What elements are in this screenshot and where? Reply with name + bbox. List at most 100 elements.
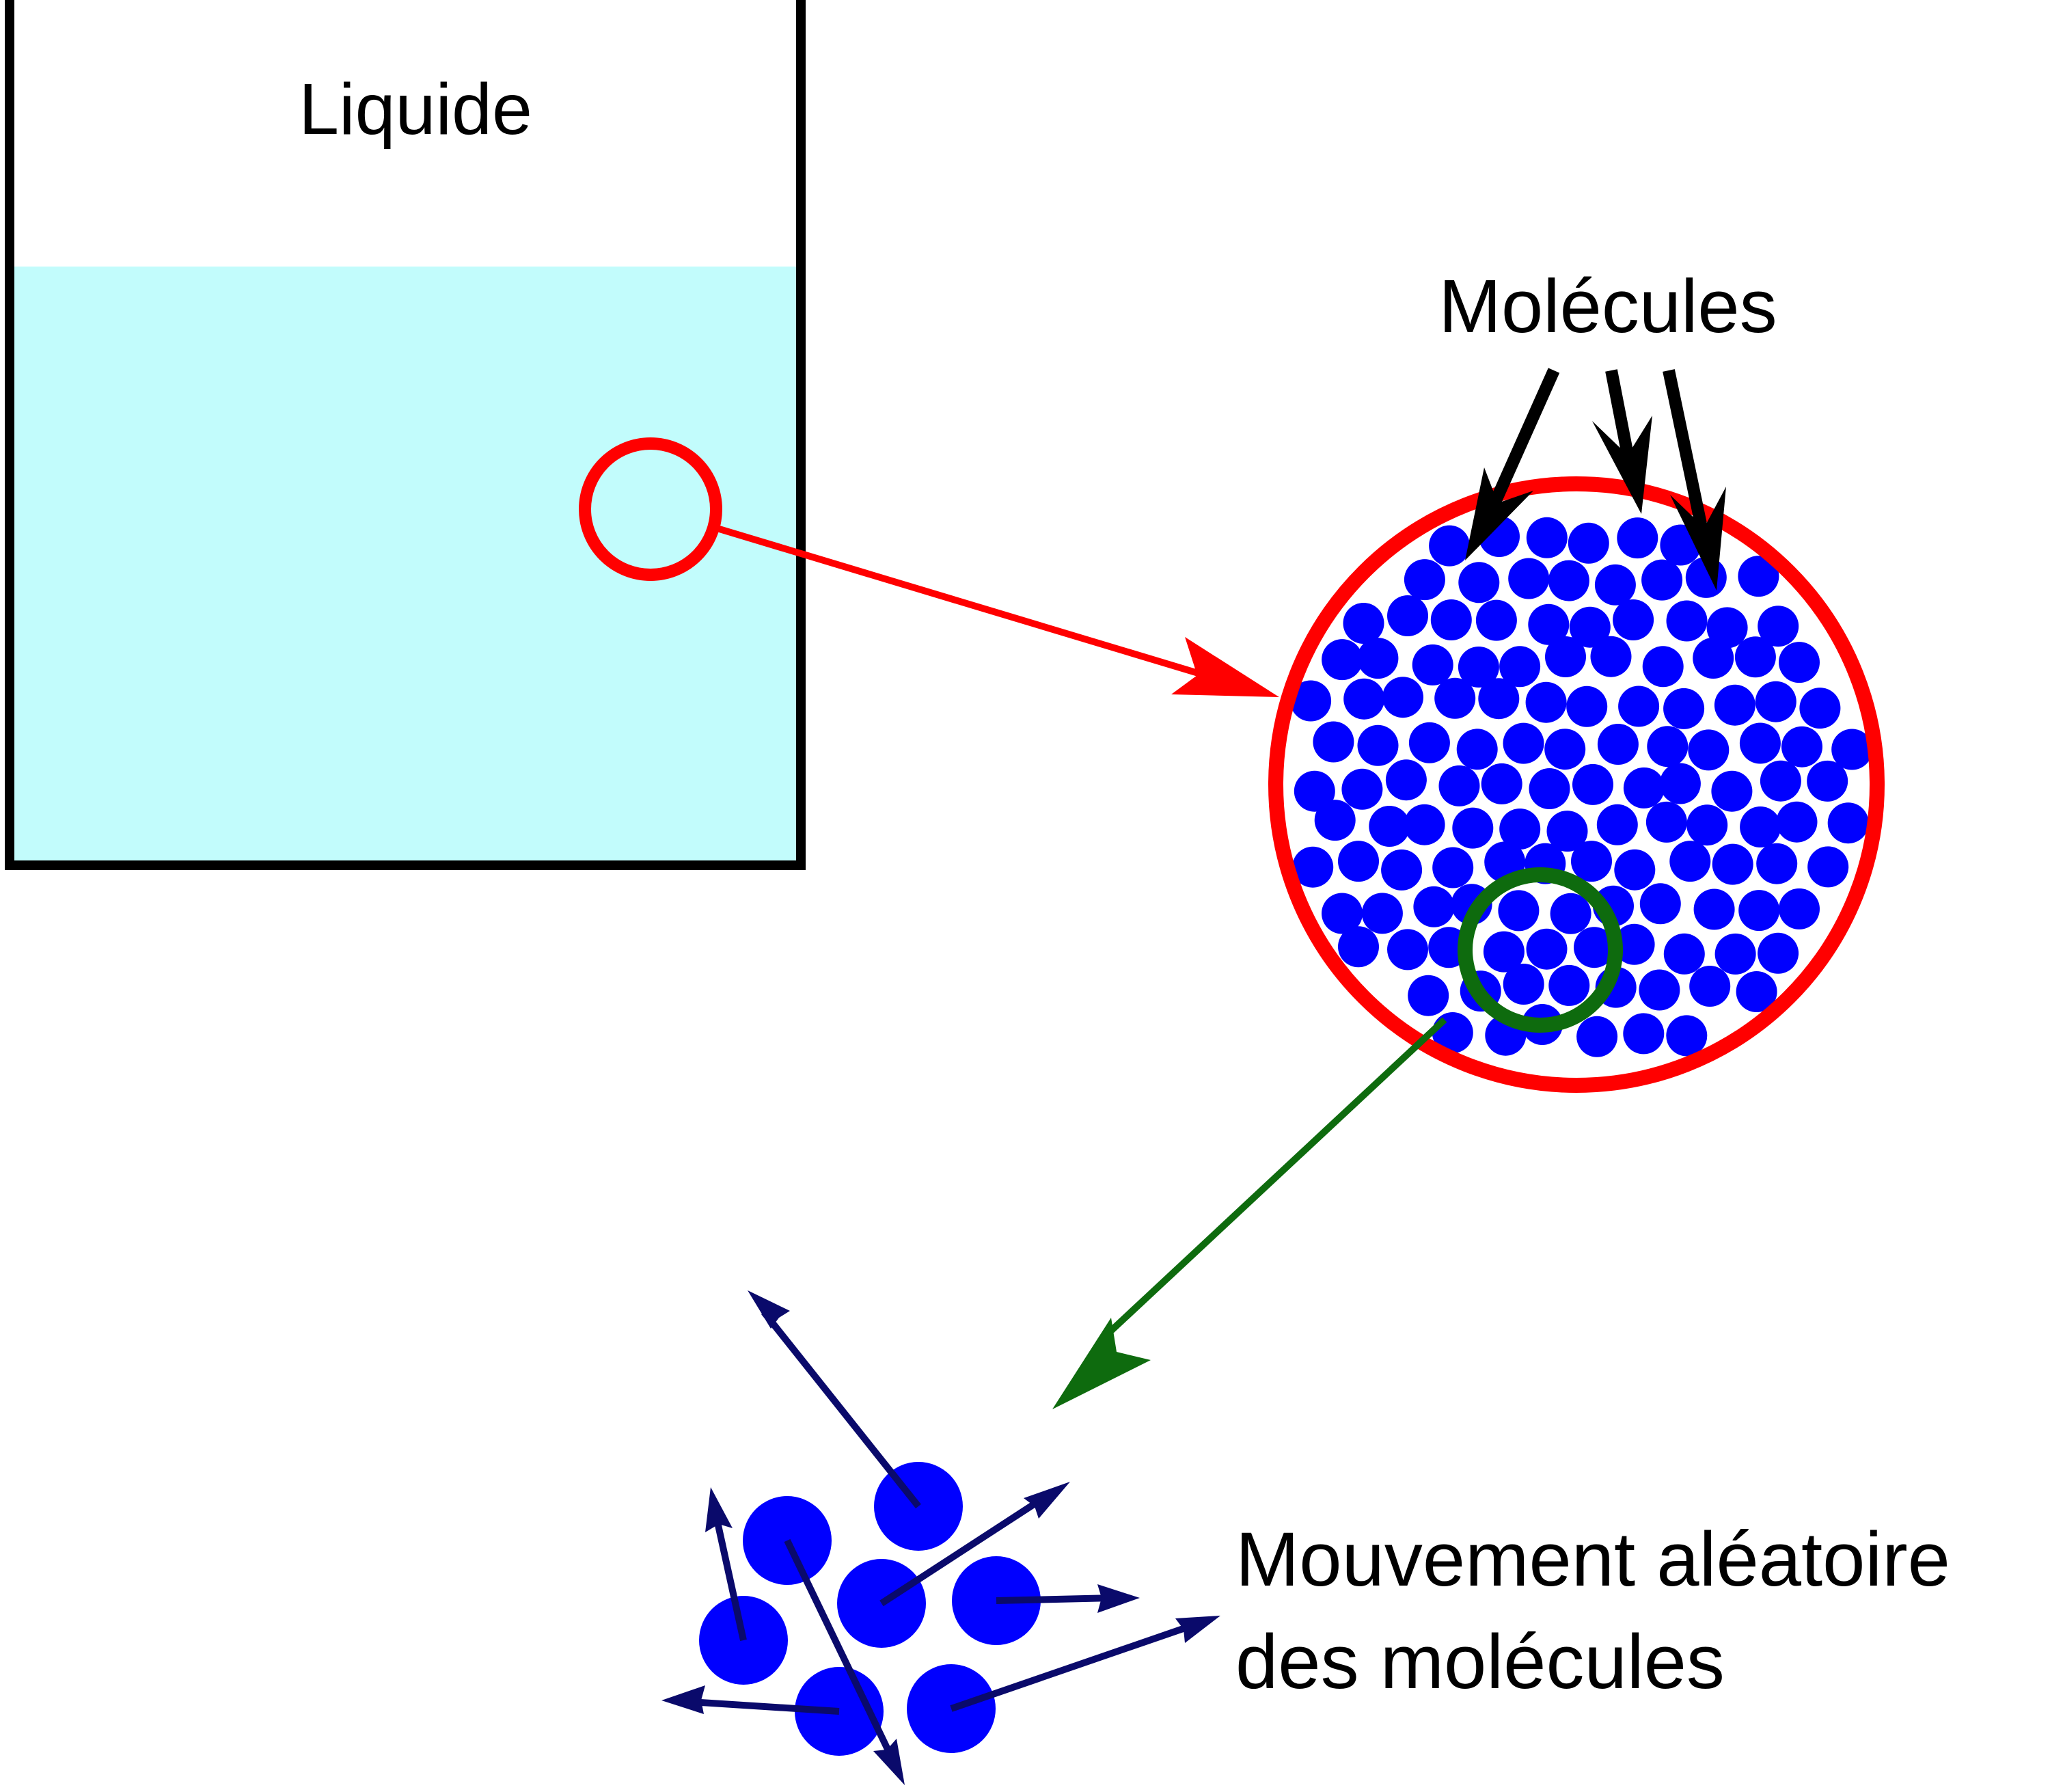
green-zoom-circle — [1458, 867, 1623, 1033]
molecule — [1639, 883, 1681, 925]
molecule — [1503, 722, 1544, 764]
molecule — [1645, 801, 1687, 843]
molecule — [1666, 600, 1708, 642]
molecule — [1529, 768, 1570, 809]
molecule — [1314, 800, 1356, 841]
pointer-arrowhead-right — [1670, 487, 1726, 590]
molecule — [1408, 722, 1450, 763]
molecule-pointer-arrows — [1465, 368, 1726, 590]
random-motion-label-line2: des molécules — [1235, 1619, 1725, 1705]
molecule — [1666, 1015, 1708, 1057]
molecule — [1404, 804, 1445, 845]
motion-arrowhead — [1024, 1482, 1070, 1519]
molecule — [1475, 599, 1517, 641]
motion-arrowhead — [748, 1290, 790, 1329]
red-zoom-small-circle — [579, 437, 722, 581]
molecule — [1623, 767, 1665, 809]
molecule — [1596, 804, 1638, 845]
molecule — [1831, 729, 1873, 770]
molecule — [1572, 763, 1613, 805]
molecule — [1663, 933, 1705, 975]
molecule — [1338, 926, 1379, 968]
random-motion-label-line1: Mouvement aléatoire — [1235, 1517, 1950, 1602]
molecule — [1387, 929, 1428, 970]
molecule — [1734, 636, 1776, 678]
molecule — [1548, 560, 1589, 601]
green-zoom-arrowhead — [1052, 1318, 1151, 1409]
molecule — [1779, 888, 1820, 929]
molecule — [1613, 599, 1654, 640]
molecule — [1544, 729, 1586, 770]
molecule — [1739, 722, 1781, 764]
molecule — [1322, 639, 1363, 681]
molecule — [1382, 677, 1423, 718]
molecule — [1290, 680, 1332, 722]
molecule — [1357, 638, 1399, 679]
molecule — [1361, 893, 1403, 934]
molecule — [1799, 688, 1841, 729]
molecule — [1693, 638, 1734, 679]
molecule — [1322, 893, 1363, 934]
molecule — [1738, 890, 1780, 932]
molecule — [1590, 636, 1632, 677]
molecule — [1481, 763, 1522, 804]
molecule — [1338, 841, 1379, 882]
molecule — [1294, 770, 1335, 812]
motion-arrowhead — [1097, 1584, 1140, 1613]
molecule — [1659, 763, 1701, 804]
molecule — [1546, 811, 1588, 852]
red-zoom-arrowhead — [1171, 637, 1279, 697]
motion-arrowhead — [873, 1739, 905, 1785]
molecule — [1550, 893, 1591, 934]
motion-arrow — [761, 1309, 921, 1509]
molecule — [1740, 806, 1781, 847]
molecule — [1313, 721, 1354, 763]
molecule — [1738, 556, 1779, 597]
molecule — [1618, 685, 1660, 727]
molecule — [1548, 964, 1590, 1006]
molecule — [1341, 768, 1383, 810]
molecule — [1432, 847, 1474, 888]
molecule — [1756, 843, 1798, 884]
molecule — [1827, 802, 1869, 844]
molecule — [1711, 770, 1753, 812]
molecule — [1594, 564, 1636, 606]
molecule — [1528, 603, 1570, 645]
motion-arrow — [784, 1538, 896, 1761]
red-zoom-large-circle — [1268, 476, 1885, 1093]
molecule — [1434, 677, 1476, 719]
molecule — [1693, 888, 1735, 930]
molecule — [1381, 849, 1423, 891]
molecule — [1369, 806, 1410, 847]
molecule — [1617, 517, 1658, 559]
molecule — [1688, 729, 1730, 771]
molecule — [1526, 517, 1568, 558]
molecule — [1736, 971, 1777, 1012]
pointer-arrow-left — [1485, 368, 1560, 514]
molecule — [1483, 931, 1525, 973]
molecule-field — [1290, 516, 1873, 1057]
molecule — [1614, 849, 1656, 891]
molecule — [1525, 681, 1567, 723]
molecule — [1526, 928, 1568, 970]
molecule — [1712, 843, 1753, 885]
molecule — [1499, 809, 1541, 850]
molecule — [1478, 678, 1520, 720]
molecule — [1760, 760, 1801, 802]
molecule — [1343, 603, 1384, 644]
molecule — [1429, 525, 1471, 567]
motion-arrow — [879, 1493, 1048, 1607]
molecule — [1508, 558, 1550, 599]
pointer-arrowhead-left — [1465, 467, 1533, 560]
liquid-label: Liquide — [299, 69, 532, 150]
molecule — [1639, 969, 1680, 1011]
motion-arrowhead — [1175, 1616, 1220, 1643]
molecule — [1498, 890, 1540, 932]
molecule — [1503, 964, 1544, 1005]
molecule — [1807, 760, 1848, 802]
molecule — [1458, 562, 1500, 603]
molecule — [1641, 559, 1683, 601]
molecule — [1714, 684, 1755, 726]
molecule — [1758, 932, 1799, 974]
